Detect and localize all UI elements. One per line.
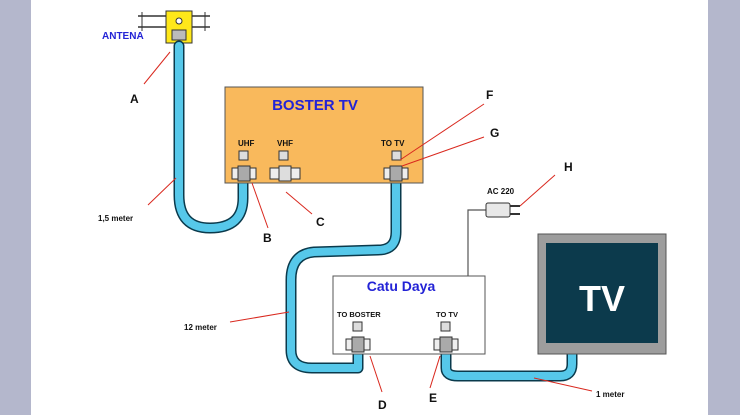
uhf-label: UHF	[238, 139, 255, 148]
power-cord	[467, 209, 487, 276]
len-antenna-pointer	[147, 177, 177, 206]
len-antenna-label: 1,5 meter	[98, 214, 133, 223]
uhf-connector	[231, 165, 257, 182]
callout-f: F	[486, 88, 493, 102]
callout-e-pointer	[429, 355, 441, 389]
callout-d: D	[378, 398, 387, 412]
ac-220-label: AC 220	[487, 187, 515, 196]
callout-d-pointer	[369, 355, 383, 393]
antenna	[138, 10, 210, 44]
len-middle-label: 12 meter	[184, 323, 217, 332]
psu-to-tv-label: TO TV	[436, 310, 458, 319]
len-middle-pointer	[229, 311, 290, 323]
booster-box	[224, 86, 424, 184]
booster-to-tv-label: TO TV	[381, 139, 405, 148]
cable-psu-to-tv	[440, 346, 578, 382]
len-tv-pointer	[533, 377, 593, 392]
callout-e: E	[429, 391, 437, 405]
tv-screen	[546, 243, 658, 343]
callout-b: B	[263, 231, 272, 245]
uhf-switch	[238, 150, 249, 161]
callout-d-text-c: C	[316, 215, 325, 229]
psu-to-booster-switch	[352, 321, 363, 332]
booster-title: BOSTER TV	[272, 97, 358, 114]
ac-plug	[485, 202, 520, 218]
psu-to-booster-connector	[345, 336, 371, 353]
cable-booster-to-psu	[285, 174, 402, 374]
callout-c-pointer	[285, 191, 313, 215]
vhf-label: VHF	[277, 139, 293, 148]
callout-h-pointer	[519, 174, 556, 207]
callout-f-pointer	[399, 103, 485, 161]
psu-to-booster-label: TO BOSTER	[337, 310, 381, 319]
power-supply-box	[332, 275, 486, 355]
callout-g-pointer	[401, 136, 485, 167]
booster-to-tv-connector	[383, 165, 409, 182]
vhf-switch	[278, 150, 289, 161]
tv-label: TV	[579, 278, 625, 319]
antenna-label: ANTENA	[102, 31, 144, 42]
psu-to-tv-switch	[440, 321, 451, 332]
callout-b-pointer	[251, 182, 269, 229]
callout-a: A	[130, 92, 139, 106]
callout-g: G	[490, 126, 499, 140]
vhf-connector	[269, 165, 301, 182]
len-tv-label: 1 meter	[596, 390, 624, 399]
cable-antenna-to-booster	[173, 40, 249, 234]
callout-a-pointer	[143, 51, 171, 85]
callout-h: H	[564, 160, 573, 174]
to-tv-switch	[391, 150, 402, 161]
psu-title: Catu Daya	[367, 278, 436, 294]
psu-to-tv-connector	[433, 336, 459, 353]
